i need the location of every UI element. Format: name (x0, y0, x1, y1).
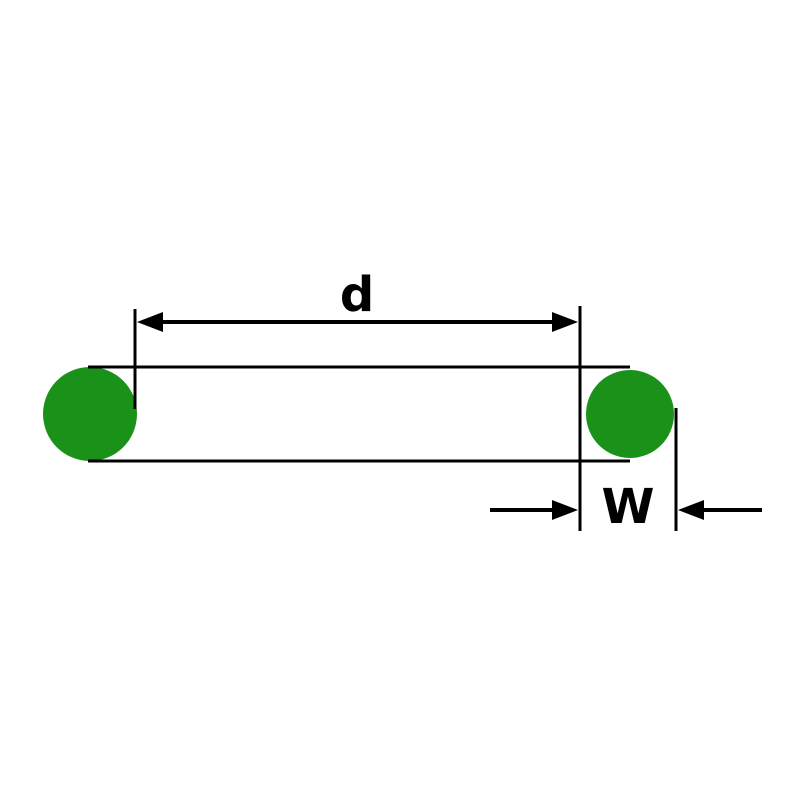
arrowhead-right-icon (552, 312, 578, 332)
dimension-d: d (133, 267, 582, 531)
oring-cross-sections (43, 367, 674, 461)
oring-body-lines (88, 365, 630, 463)
dimension-w: W (490, 408, 762, 535)
arrowhead-left-icon (137, 312, 163, 332)
oring-right-cross-section-circle (586, 370, 674, 458)
arrowhead-w-left-icon (552, 500, 578, 520)
inner-diameter-label: d (340, 267, 374, 323)
oring-left-cross-section-circle (43, 367, 137, 461)
cross-section-width-label: W (602, 479, 655, 535)
arrowhead-w-right-icon (678, 500, 704, 520)
